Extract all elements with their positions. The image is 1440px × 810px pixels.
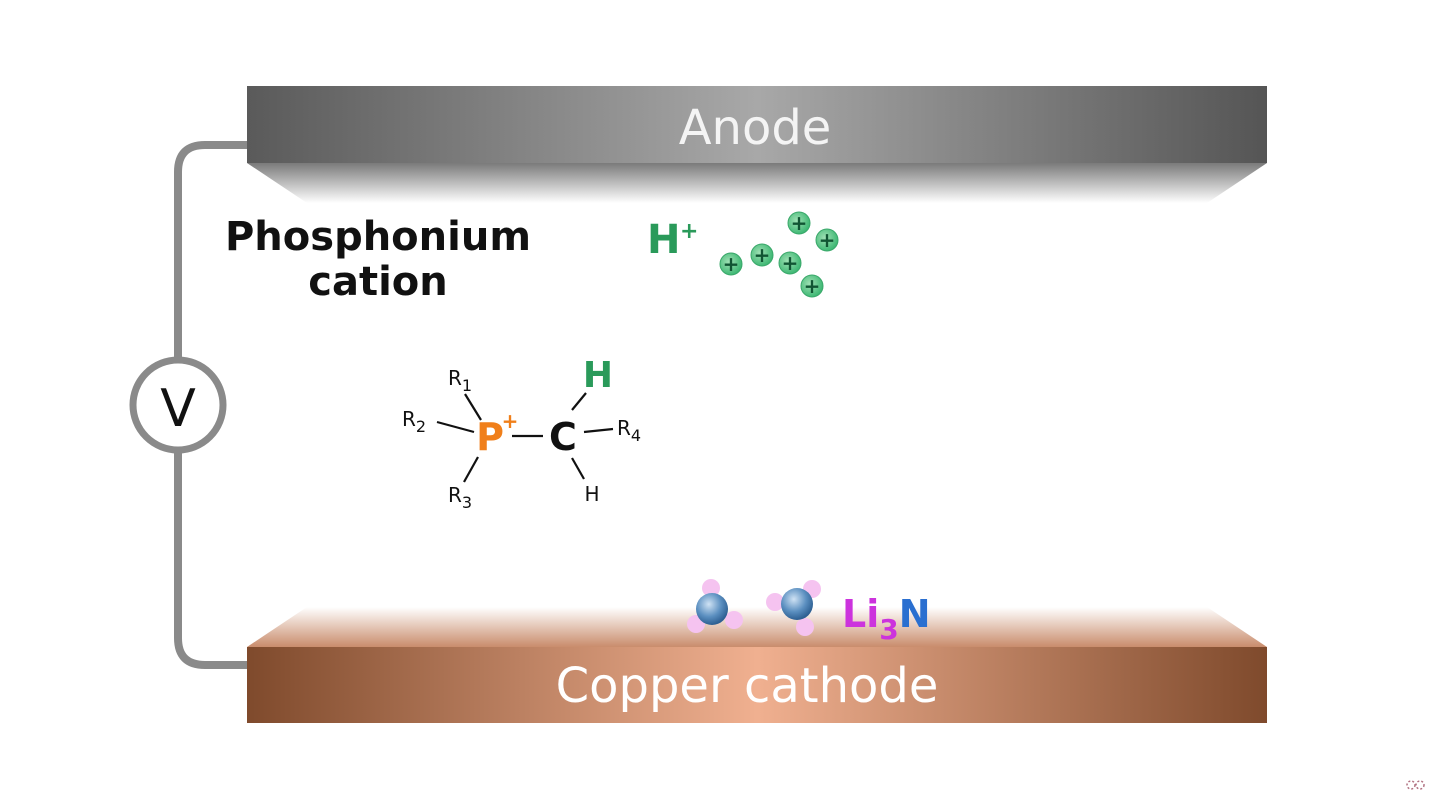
proton-ion-symbol: +	[804, 274, 821, 298]
proton-ion: +	[719, 252, 743, 276]
title-line1: Phosphonium	[225, 214, 531, 260]
proton-ions: ++++++	[719, 211, 839, 298]
anode-label: Anode	[679, 100, 832, 156]
proton-ion: +	[750, 243, 774, 267]
li3n-label: Li3N	[842, 592, 931, 646]
proton-ion-symbol: +	[723, 252, 740, 276]
r4-label: R4	[617, 416, 641, 445]
title-line2: cation	[308, 259, 448, 305]
proton-charge: +	[680, 219, 698, 244]
voltmeter-label: V	[160, 379, 196, 439]
loading-icon	[1406, 780, 1425, 790]
proton-ion: +	[800, 274, 824, 298]
ammonia-molecule	[766, 580, 821, 636]
proton-ion: +	[815, 228, 839, 252]
hydrogen-bottom: H	[584, 482, 599, 506]
phosphorus-atom: P	[476, 415, 504, 459]
proton-ion: +	[787, 211, 811, 235]
proton-ion: +	[778, 251, 802, 275]
r3-label: R3	[448, 483, 472, 512]
r2-label: R2	[402, 407, 426, 436]
anode-plate: Anode	[247, 86, 1267, 203]
carbon-atom: C	[549, 415, 577, 459]
proton-ion-symbol: +	[819, 228, 836, 252]
proton-ion-symbol: +	[782, 251, 799, 275]
voltmeter: V	[129, 356, 227, 454]
phosphorus-charge: +	[502, 409, 519, 433]
cathode-label: Copper cathode	[556, 658, 939, 714]
proton-ion-symbol: +	[754, 243, 771, 267]
proton-ion-symbol: +	[791, 211, 808, 235]
hydrogen-top: H	[583, 355, 613, 396]
phosphonium-structure	[436, 392, 614, 483]
cathode-plate: Copper cathode	[247, 607, 1267, 723]
proton-label: H	[647, 217, 680, 263]
r1-label: R1	[448, 366, 472, 395]
ammonia-molecule	[687, 579, 743, 633]
